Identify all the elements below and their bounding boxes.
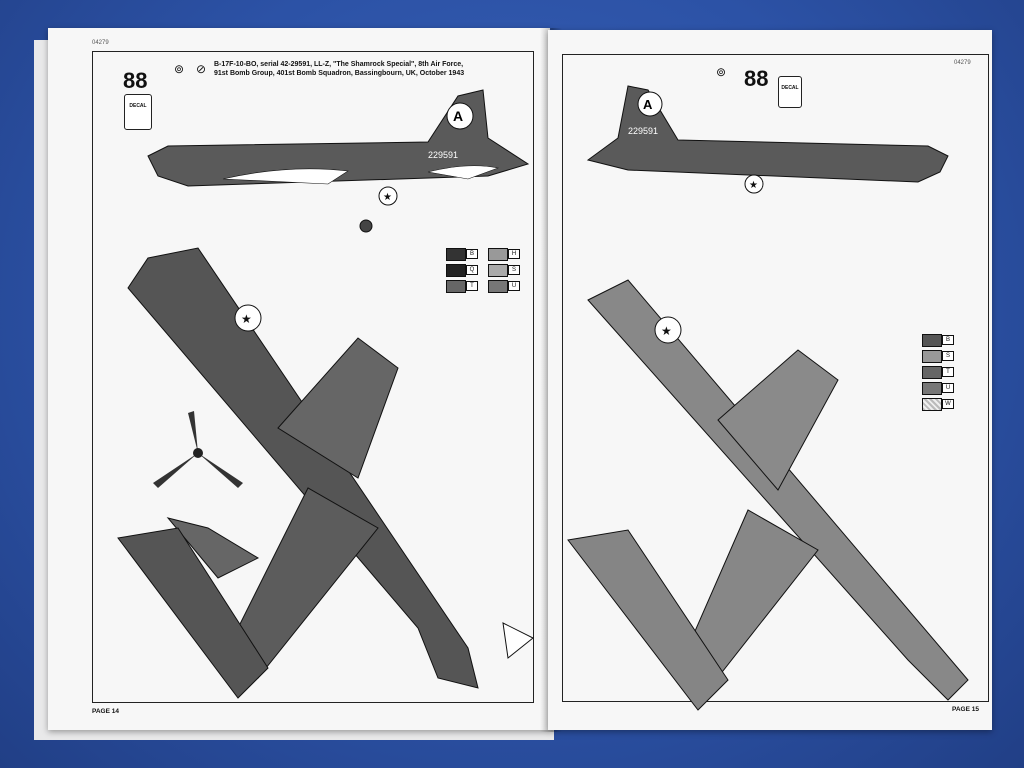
left-page-frame bbox=[92, 51, 534, 703]
swatch-w-right bbox=[922, 398, 942, 411]
color-code-s-left: S bbox=[508, 265, 520, 275]
right-page-frame bbox=[562, 54, 989, 702]
step-number-left: 88 bbox=[123, 68, 148, 93]
svg-text:★: ★ bbox=[749, 180, 758, 191]
swatch-s-right bbox=[922, 350, 942, 363]
side-profile-aircraft: A ★ 229591 bbox=[147, 89, 530, 233]
color-code-u-right: U bbox=[942, 383, 954, 393]
right-page: 04279 88 ⊚ DECAL A ★ 229591 ★ B bbox=[548, 30, 992, 730]
color-code-b-right: B bbox=[942, 335, 954, 345]
swatch-t-right bbox=[922, 366, 942, 379]
top-view-aircraft: ★ bbox=[117, 247, 534, 699]
svg-text:229591: 229591 bbox=[628, 126, 658, 136]
page-number-right: PAGE 15 bbox=[952, 706, 979, 713]
caption-line-1: B-17F-10-BO, serial 42-29591, LL-Z, "The… bbox=[214, 61, 464, 68]
svg-text:A: A bbox=[453, 108, 463, 124]
page-number-left: PAGE 14 bbox=[92, 708, 119, 715]
swatch-s-left bbox=[488, 264, 508, 277]
swatch-q-left bbox=[446, 264, 466, 277]
color-code-h-left: H bbox=[508, 249, 520, 259]
color-code-b-left: B bbox=[466, 249, 478, 259]
swatch-b-left bbox=[446, 248, 466, 261]
decal-bottle-icon-right: DECAL bbox=[778, 76, 802, 108]
swatch-h-left bbox=[488, 248, 508, 261]
svg-text:★: ★ bbox=[241, 312, 252, 326]
swatch-t-left bbox=[446, 280, 466, 293]
color-code-s-right: S bbox=[942, 351, 954, 361]
catalog-code-right: 04279 bbox=[954, 60, 971, 66]
svg-text:★: ★ bbox=[661, 324, 672, 338]
aircraft-caption: B-17F-10-BO, serial 42-29591, LL-Z, "The… bbox=[214, 61, 464, 78]
color-code-q-left: Q bbox=[466, 265, 478, 275]
svg-text:A: A bbox=[643, 97, 653, 112]
decal-bottle-icon: DECAL bbox=[124, 94, 152, 130]
airbrush-icon-right: ⊚ bbox=[716, 65, 727, 79]
color-code-t-right: T bbox=[942, 367, 954, 377]
color-code-w-right: W bbox=[942, 399, 954, 409]
bottom-view-aircraft: ★ bbox=[567, 279, 969, 711]
water-icon: ⊘ bbox=[196, 62, 207, 76]
swatch-u-right bbox=[922, 382, 942, 395]
catalog-code-left: 04279 bbox=[92, 40, 109, 46]
svg-text:229591: 229591 bbox=[428, 150, 458, 160]
svg-text:★: ★ bbox=[383, 192, 392, 203]
color-code-u-left: U bbox=[508, 281, 520, 291]
side-profile-aircraft-right: A ★ 229591 bbox=[586, 85, 949, 194]
left-page: 04279 88 ⊚ ⊘ DECAL B-17F-10-BO, serial 4… bbox=[48, 28, 550, 730]
swatch-b-right bbox=[922, 334, 942, 347]
color-code-t-left: T bbox=[466, 281, 478, 291]
propeller-detail bbox=[153, 411, 243, 488]
swatch-u-left bbox=[488, 280, 508, 293]
decal-bottle-label: DECAL bbox=[129, 103, 147, 109]
caption-line-2: 91st Bomb Group, 401st Bomb Squadron, Ba… bbox=[214, 69, 465, 77]
decal-bottle-label-right: DECAL bbox=[781, 85, 799, 91]
airbrush-icon: ⊚ bbox=[174, 62, 185, 76]
step-number-right: 88 bbox=[744, 66, 769, 91]
